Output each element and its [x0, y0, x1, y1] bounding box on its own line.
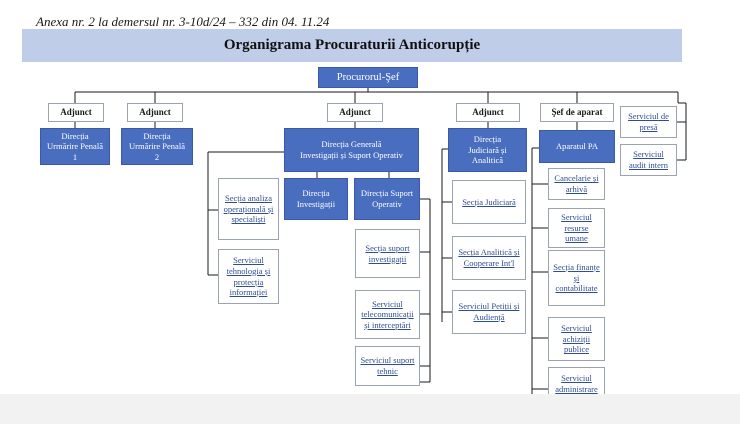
judicial-section: Secția Judiciară [452, 180, 526, 224]
page-title: Organigrama Procuraturii Anticorupție [22, 29, 682, 62]
analytics-cooperation-section: Secția Analitică și Cooperare Int'l [452, 236, 526, 280]
press-service-box: Serviciul de presă [620, 106, 677, 138]
general-investigations-directorate: Direcția Generală Investigații și Suport… [284, 128, 419, 172]
deputy-box-2: Adjunct [127, 103, 183, 122]
bottom-band [0, 394, 740, 424]
criminal-prosecution-directorate-1: Direcția Urmărire Penală 1 [40, 128, 110, 165]
petitions-audience-service: Serviciul Petiții și Audiență [452, 290, 526, 334]
criminal-prosecution-directorate-2: Direcția Urmărire Penală 2 [121, 128, 193, 165]
finance-accounting-section: Secția finanțe și contabilitate [548, 250, 605, 306]
judicial-analytics-directorate: Direcția Judiciară și Analitică [448, 128, 527, 172]
investigations-directorate: Direcția Investigații [284, 178, 348, 220]
telecom-interception-service: Serviciul telecomunicații și interceptăr… [355, 290, 420, 339]
head-of-staff-box: Şef de aparat [540, 103, 614, 122]
deputy-box-1: Adjunct [48, 103, 104, 122]
pa-apparatus-box: Aparatul PA [539, 130, 615, 163]
chief-prosecutor-box: Procurorul-Şef [318, 67, 418, 88]
technical-support-service: Serviciul suport tehnic [355, 346, 420, 386]
public-procurement-service: Serviciul achiziții publice [548, 317, 605, 361]
deputy-box-4: Adjunct [456, 103, 520, 122]
investigation-support-section: Secția suport investigații [355, 229, 420, 278]
operative-support-directorate: Direcția Suport Operativ [354, 178, 420, 220]
annex-reference: Anexa nr. 2 la demersul nr. 3-10d/24 – 3… [36, 14, 330, 29]
deputy-box-3: Adjunct [327, 103, 383, 122]
it-security-service: Serviciul tehnologia și protecția inform… [218, 249, 279, 304]
internal-audit-box: Serviciul audit intern [620, 144, 677, 176]
chancellery-archive-box: Cancelarie și arhivă [548, 168, 605, 200]
operational-analysis-section: Secția analiza operațională și specialiș… [218, 178, 279, 240]
human-resources-service: Serviciul resurse umane [548, 208, 605, 248]
